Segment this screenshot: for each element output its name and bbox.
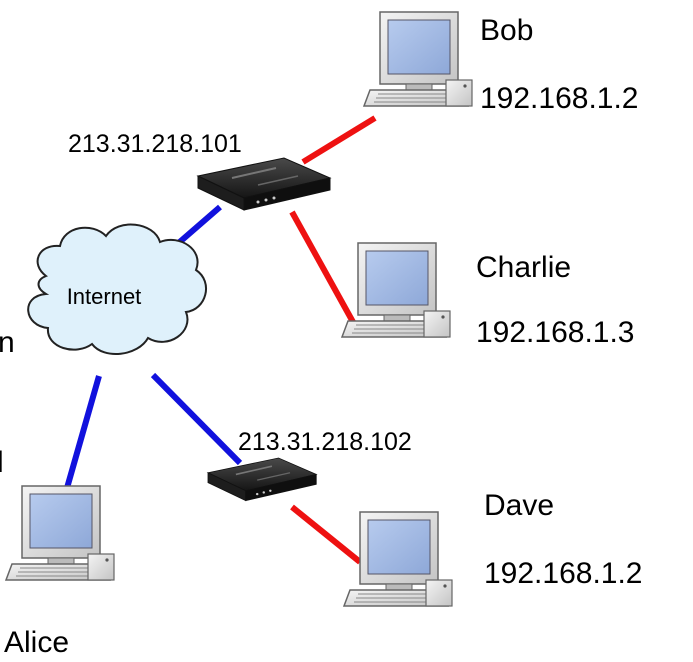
- link-router1-charlie: [289, 210, 356, 324]
- bob-ip: 192.168.1.2: [480, 82, 638, 115]
- computer-icon: [341, 242, 451, 338]
- charlie-ip: 192.168.1.3: [476, 316, 634, 349]
- router-1-ip: 213.31.218.101: [68, 130, 242, 158]
- edge-fragment-1: n: [0, 326, 15, 359]
- link-router2-dave: [290, 504, 362, 565]
- computer-icon: [343, 511, 453, 607]
- cloud-label: Internet: [67, 284, 142, 309]
- computer-charlie: [341, 242, 451, 338]
- internet-cloud: Internet: [27, 223, 207, 356]
- router-icon: [207, 457, 318, 502]
- computer-icon: [5, 485, 115, 581]
- router-icon: [197, 157, 331, 211]
- edge-fragment-2: l: [0, 446, 4, 479]
- computer-alice: [5, 485, 115, 581]
- charlie-name: Charlie: [476, 251, 571, 284]
- router-2: [207, 457, 318, 502]
- bob-name: Bob: [480, 14, 533, 47]
- computer-bob: [363, 11, 473, 107]
- link-router1-bob: [301, 115, 377, 165]
- computer-dave: [343, 511, 453, 607]
- dave-ip: 192.168.1.2: [484, 557, 642, 590]
- router-2-ip: 213.31.218.102: [238, 428, 412, 456]
- cloud-icon: [27, 223, 207, 356]
- link-cloud-alice: [64, 375, 102, 489]
- router-1: [197, 157, 331, 211]
- alice-name: Alice: [4, 626, 69, 659]
- dave-name: Dave: [484, 489, 554, 522]
- link-cloud-router2: [150, 372, 243, 466]
- computer-icon: [363, 11, 473, 107]
